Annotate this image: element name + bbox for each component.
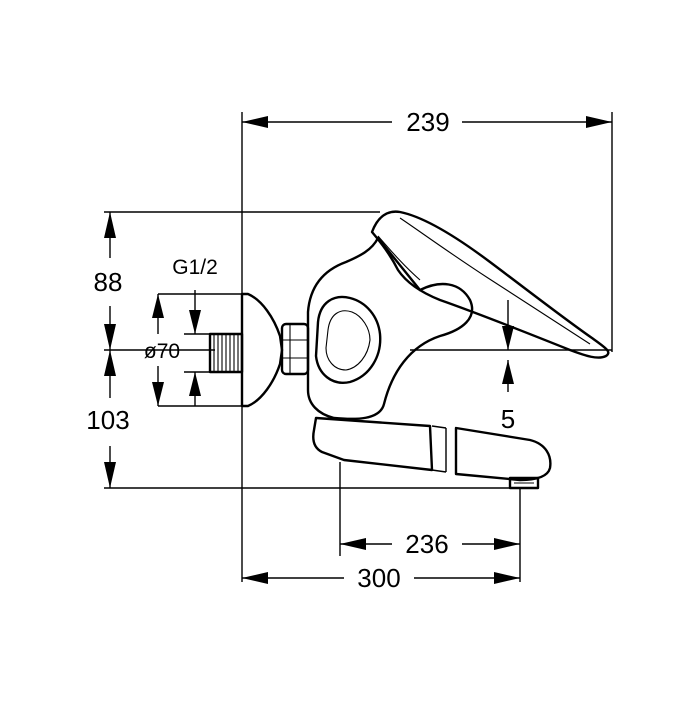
mixer-body [306,236,474,421]
dimension-overall-width-label: 239 [406,107,449,137]
lever-handle [370,210,610,359]
dimension-thread-label: G1/2 [172,256,218,279]
spout [312,416,434,472]
hex-nut [280,322,310,376]
cartridge-recess [314,295,382,384]
dimension-spout-gap-label: 5 [501,404,515,434]
dimension-upper-height: 88 [94,212,123,350]
dimension-lower-height-label: 103 [86,405,129,435]
dimension-upper-height-label: 88 [94,267,123,297]
dimension-spout-reach-label: 236 [405,529,448,559]
spout-end [454,426,552,482]
aerator [508,476,540,490]
dimension-total-reach: 300 [242,563,520,593]
dimension-thread: G1/2 [172,256,218,406]
dimension-total-reach-label: 300 [357,563,400,593]
dimension-lower-height: 103 [86,350,130,488]
dimension-flange-diameter-label: ø70 [144,340,180,363]
dimension-overall-width: 239 [242,107,612,137]
dimension-spout-reach: 236 [340,529,520,559]
dimension-spout-gap: 5 [501,300,515,434]
dimension-flange-diameter: ø70 [144,293,242,407]
threaded-connector [208,332,244,374]
wall-flange [240,292,284,408]
faucet-illustration [208,210,610,490]
